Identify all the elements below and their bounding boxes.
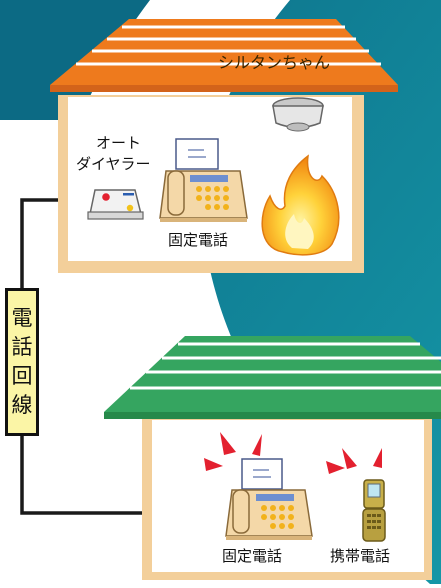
fixed-phone-top-icon [159, 138, 248, 222]
bottom-house [104, 336, 441, 580]
bottom-roof [104, 336, 441, 412]
mobile-alert-icon [326, 448, 382, 474]
auto-dialer-label-line1: オート [96, 134, 142, 152]
phone-line-char: 回 [11, 364, 33, 388]
phone-line-char: 話 [11, 335, 33, 359]
mobile-phone-icon [362, 479, 386, 542]
auto-dialer-label-line2: ダイヤラー [76, 155, 151, 173]
fixed-phone-bottom-icon [225, 458, 313, 540]
smoke-detector-icon [272, 97, 324, 132]
auto-dialer-icon [87, 189, 144, 220]
roof-label: シルタンちゃん [218, 53, 331, 72]
mobile-phone-label: 携帯電話 [330, 547, 391, 565]
phone-line-label-box: 電 話 回 線 [5, 288, 39, 436]
fixed-phone-top-label: 固定電話 [168, 231, 229, 249]
ringing-alert-icon [204, 432, 262, 471]
phone-line-char: 電 [11, 306, 33, 330]
fire-icon [261, 154, 340, 256]
phone-line-char: 線 [11, 393, 33, 417]
fixed-phone-bottom-label: 固定電話 [222, 547, 283, 565]
